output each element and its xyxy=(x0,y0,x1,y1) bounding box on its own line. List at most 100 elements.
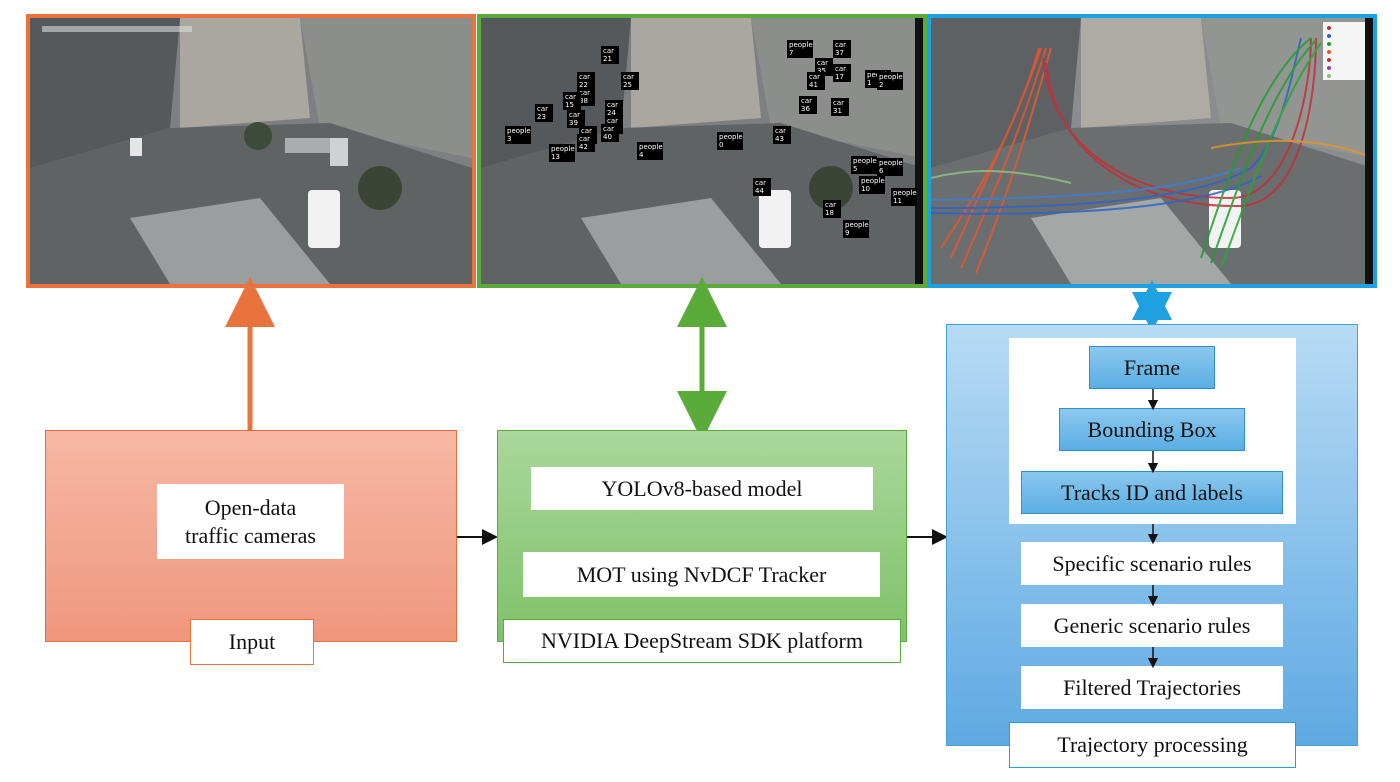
detection-id-label: 13 xyxy=(551,153,560,161)
step-generic-rules: Generic scenario rules xyxy=(1021,604,1283,647)
detection-class-label: car xyxy=(825,201,836,209)
detection-id-label: 35 xyxy=(817,67,826,75)
detection-id-label: 44 xyxy=(755,187,764,195)
step-tracks-id-labels: Tracks ID and labels xyxy=(1021,471,1283,514)
detection-class-label: car xyxy=(833,99,844,107)
detection-id-label: 5 xyxy=(853,165,857,173)
detection-id-label: 1 xyxy=(867,79,871,87)
detection-class-label: people xyxy=(879,73,903,81)
traffic-cameras-line: traffic cameras xyxy=(185,522,316,548)
detection-id-label: 4 xyxy=(639,151,644,159)
yolo-model-box: YOLOv8-based model xyxy=(531,467,873,510)
trajectory-block: Frame Bounding Box Tracks ID and labels … xyxy=(946,324,1358,768)
detection-id-label: 43 xyxy=(775,135,784,143)
detection-class-label: car xyxy=(801,97,812,105)
open-data-cameras-box: Open-data traffic cameras xyxy=(157,484,344,559)
detection-class-label: car xyxy=(603,47,614,55)
detection-id-label: 40 xyxy=(603,133,612,141)
detection-id-label: 38 xyxy=(579,97,588,105)
detection-class-label: people xyxy=(861,177,885,185)
detection-class-label: car xyxy=(565,93,576,101)
deepstream-caption: NVIDIA DeepStream SDK platform xyxy=(503,619,901,663)
detection-id-label: 6 xyxy=(879,167,884,175)
detection-id-label: 17 xyxy=(835,73,844,81)
detection-id-label: 25 xyxy=(623,81,632,89)
detection-id-label: 24 xyxy=(607,109,616,117)
detection-id-label: 42 xyxy=(579,143,588,151)
detection-class-label: car xyxy=(569,111,580,119)
detection-class-label: people xyxy=(853,157,877,165)
detection-class-label: car xyxy=(817,59,828,67)
street-scene-image xyxy=(30,18,472,284)
step-specific-rules: Specific scenario rules xyxy=(1021,542,1283,585)
detection-id-label: 31 xyxy=(833,107,842,115)
step-bounding-box: Bounding Box xyxy=(1059,408,1245,451)
trajectories-scene-image xyxy=(931,18,1373,284)
detection-class-label: car xyxy=(835,41,846,49)
detection-id-label: 9 xyxy=(845,229,849,237)
step-filtered-trajectories: Filtered Trajectories xyxy=(1021,666,1283,709)
input-caption: Input xyxy=(190,619,314,665)
detection-id-label: 10 xyxy=(861,185,870,193)
detection-class-label: car xyxy=(537,105,548,113)
detection-class-label: car xyxy=(579,73,590,81)
detection-id-label: 23 xyxy=(537,113,546,121)
trajectory-caption: Trajectory processing xyxy=(1009,722,1296,768)
mot-tracker-box: MOT using NvDCF Tracker xyxy=(523,552,880,597)
detection-id-label: 18 xyxy=(825,209,834,217)
camera-frame-raw xyxy=(26,14,476,288)
detection-class-label: people xyxy=(893,189,917,197)
detection-class-label: car xyxy=(581,127,592,135)
detection-class-label: people xyxy=(639,143,663,151)
detection-class-label: car xyxy=(607,117,618,125)
detection-class-label: car xyxy=(809,73,820,81)
detection-id-label: 7 xyxy=(789,49,793,57)
detection-class-label: people xyxy=(789,41,813,49)
detection-class-label: people xyxy=(879,159,903,167)
input-block: Open-data traffic cameras Input xyxy=(45,430,457,665)
open-data-line: Open-data xyxy=(204,495,297,520)
detection-class-label: car xyxy=(775,127,786,135)
detection-class-label: people xyxy=(719,133,743,141)
detection-class-label: car xyxy=(623,73,634,81)
detection-block: YOLOv8-based model MOT using NvDCF Track… xyxy=(497,430,907,663)
detection-id-label: 15 xyxy=(565,101,574,109)
detection-class-label: car xyxy=(603,125,614,133)
detection-class-label: car xyxy=(579,89,590,97)
detection-class-label: car xyxy=(579,135,590,143)
detection-id-label: 37 xyxy=(835,49,844,57)
detection-class-label: car xyxy=(835,65,846,73)
detection-class-label: people xyxy=(845,221,869,229)
detection-id-label: 22 xyxy=(579,81,588,89)
detection-id-label: 2 xyxy=(879,81,883,89)
step-frame: Frame xyxy=(1089,346,1215,389)
detection-class-label: people xyxy=(551,145,575,153)
detection-class-label: car xyxy=(607,101,618,109)
